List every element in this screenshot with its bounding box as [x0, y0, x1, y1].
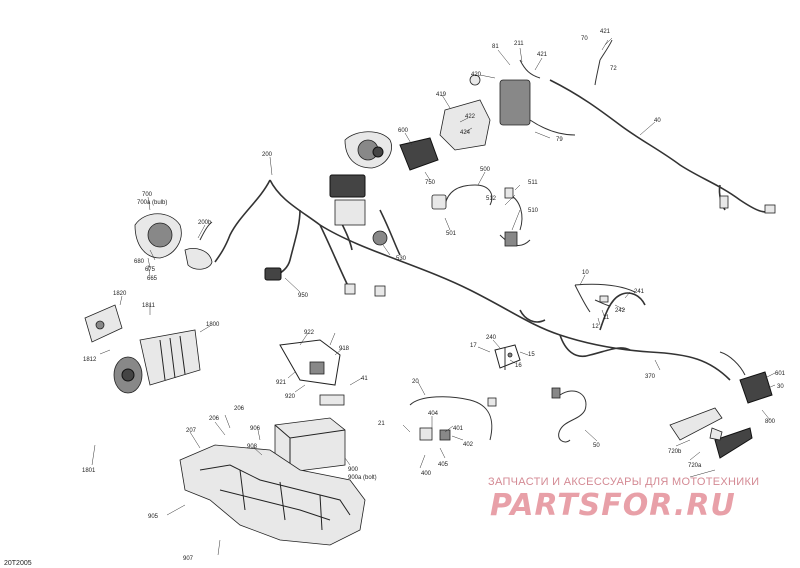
label-921: 921 — [276, 380, 287, 386]
label-207: 207 — [186, 428, 197, 434]
battery-tray-905 — [179, 444, 366, 546]
label-424: 424 — [460, 130, 471, 136]
label-906: 906 — [250, 426, 261, 432]
label-907: 907 — [183, 556, 194, 562]
headlight-700 — [134, 213, 213, 270]
fuse-box — [329, 174, 388, 246]
label-750: 750 — [425, 180, 436, 186]
label-81: 81 — [492, 44, 499, 50]
label-16: 16 — [515, 363, 522, 369]
label-401: 401 — [453, 426, 464, 432]
label-17: 17 — [470, 343, 477, 349]
wiring-50 — [551, 387, 587, 443]
label-720a: 720a — [688, 463, 702, 469]
watermark: ЗАПЧАСТИ И АКСЕССУАРЫ ДЛЯ МОТОТЕХНИКИ PA… — [488, 476, 759, 523]
label-501: 501 — [446, 231, 457, 237]
label-79: 79 — [556, 137, 563, 143]
label-950: 950 — [298, 293, 309, 299]
label-512: 512 — [486, 196, 497, 202]
relay-bracket-922 — [279, 339, 345, 406]
label-700a: 700a (bulb) — [137, 200, 167, 206]
label-419: 419 — [436, 92, 447, 98]
label-680: 680 — [134, 259, 145, 265]
solenoid-1820 — [84, 304, 123, 343]
main-wiring-harness — [214, 179, 731, 381]
ecm-module — [439, 59, 576, 151]
label-70: 70 — [581, 36, 588, 42]
label-1811: 1811 — [142, 303, 156, 309]
label-20: 20 — [412, 379, 419, 385]
label-206b: 206 — [209, 416, 220, 422]
label-10: 10 — [582, 270, 589, 276]
leader-lines — [91, 37, 776, 556]
reflector-720 — [669, 407, 753, 459]
bracket-240 — [494, 344, 521, 370]
label-665: 665 — [147, 276, 158, 282]
label-420: 420 — [471, 72, 482, 78]
part-labels: 421 70 72 81 211 421 420 419 422 424 79 … — [82, 29, 786, 562]
sensor-group-500 — [431, 184, 531, 247]
label-1801: 1801 — [82, 468, 96, 474]
label-1820: 1820 — [113, 291, 127, 297]
label-900: 900 — [348, 467, 359, 473]
label-12: 12 — [592, 324, 599, 330]
label-600: 600 — [398, 128, 409, 134]
label-421a: 421 — [600, 29, 611, 35]
label-918: 918 — [339, 346, 350, 352]
label-511: 511 — [528, 180, 538, 186]
label-720b: 720b — [668, 449, 682, 455]
label-41: 41 — [361, 376, 368, 382]
label-15: 15 — [528, 352, 535, 358]
gauge-cluster-600 — [344, 131, 439, 171]
label-206a: 206 — [234, 406, 245, 412]
label-1800: 1800 — [206, 322, 220, 328]
wiring-group-10 — [574, 283, 636, 313]
label-422: 422 — [465, 114, 476, 120]
starter-motor-1800 — [113, 329, 201, 394]
label-11: 11 — [603, 315, 610, 321]
label-601: 601 — [775, 371, 786, 377]
label-800: 800 — [765, 419, 776, 425]
label-211: 211 — [514, 41, 524, 47]
label-21: 21 — [378, 421, 385, 427]
tail-light-800 — [719, 351, 773, 404]
connector-950 — [264, 267, 386, 297]
label-30: 30 — [777, 384, 784, 390]
label-241: 241 — [634, 289, 645, 295]
label-240: 240 — [486, 335, 497, 341]
label-400: 400 — [421, 471, 432, 477]
watermark-logo: PARTSFOR.RU — [490, 488, 736, 523]
label-905: 905 — [148, 514, 159, 520]
label-40: 40 — [654, 118, 661, 124]
label-500: 500 — [480, 167, 491, 173]
label-50: 50 — [593, 443, 600, 449]
label-404: 404 — [428, 411, 439, 417]
label-675: 675 — [145, 267, 156, 273]
label-242: 242 — [615, 308, 626, 314]
label-200: 200 — [262, 152, 273, 158]
label-402: 402 — [463, 442, 474, 448]
label-200b: 200b — [198, 220, 212, 226]
sensor-harness-20 — [409, 396, 497, 441]
label-922: 922 — [304, 330, 315, 336]
label-920: 920 — [285, 394, 296, 400]
label-908: 908 — [247, 444, 258, 450]
label-900a: 900a (bolt) — [348, 475, 377, 481]
label-700: 700 — [142, 192, 153, 198]
label-421b: 421 — [537, 52, 548, 58]
label-405: 405 — [438, 462, 449, 468]
label-370: 370 — [645, 374, 656, 380]
rear-harness-40 — [549, 39, 776, 214]
label-72: 72 — [610, 66, 617, 72]
watermark-tagline: ЗАПЧАСТИ И АКСЕССУАРЫ ДЛЯ МОТОТЕХНИКИ — [488, 476, 759, 488]
label-530: 530 — [396, 256, 407, 262]
label-510: 510 — [528, 208, 539, 214]
diagram-code: 20T2005 — [4, 560, 32, 567]
label-1812: 1812 — [83, 357, 97, 363]
